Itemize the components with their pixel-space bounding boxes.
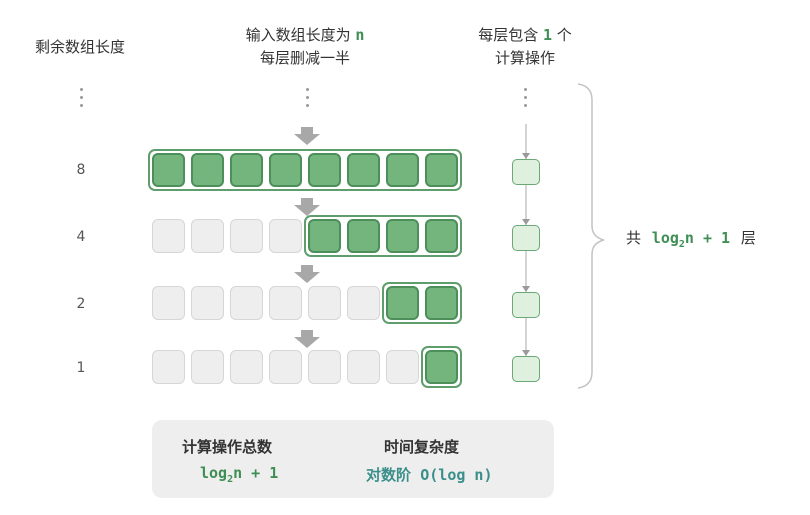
layer-count-log: log bbox=[651, 229, 679, 247]
input-length-text: 输入数组长度为 bbox=[245, 26, 351, 44]
array-cell-removed bbox=[191, 219, 224, 253]
array-cell-active bbox=[386, 286, 419, 320]
layer-count-rest: n + 1 bbox=[684, 229, 731, 247]
array-cell-removed bbox=[386, 350, 419, 384]
input-description-header: 输入数组长度为 n 每层删减一半 bbox=[205, 24, 405, 70]
array-cell-active bbox=[386, 219, 419, 253]
complexity-prefix: 对数阶 bbox=[366, 466, 412, 484]
per-layer-prefix: 每层包含 bbox=[478, 26, 539, 44]
array-cell-removed bbox=[269, 286, 302, 320]
array-cell-active bbox=[230, 153, 263, 187]
ellipsis-middle bbox=[306, 88, 310, 112]
array-cell-active bbox=[425, 350, 458, 384]
down-arrow-icon bbox=[294, 265, 320, 283]
layer-count-sub: 2 bbox=[678, 239, 685, 250]
array-cell-removed bbox=[152, 219, 185, 253]
total-ops-value: log2n + 1 bbox=[200, 464, 278, 485]
summary-panel: 计算操作总数 log2n + 1 时间复杂度 对数阶 O(log n) bbox=[152, 420, 554, 498]
input-length-var: n bbox=[355, 26, 365, 44]
per-layer-line2: 计算操作 bbox=[494, 49, 555, 67]
row-count-8: 8 bbox=[76, 162, 86, 178]
op-box-layer-1 bbox=[512, 159, 540, 185]
total-ops-sub: 2 bbox=[227, 474, 234, 485]
array-cell-removed bbox=[230, 286, 263, 320]
array-cell-removed bbox=[347, 286, 380, 320]
array-cell-active bbox=[308, 219, 341, 253]
array-cell-removed bbox=[308, 286, 341, 320]
row-count-2: 2 bbox=[76, 296, 86, 312]
right-brace-icon bbox=[577, 83, 605, 389]
down-arrow-icon bbox=[294, 127, 320, 145]
array-cell-active bbox=[152, 153, 185, 187]
layer-count-prefix: 共 bbox=[626, 229, 642, 247]
total-ops-rest: n + 1 bbox=[233, 464, 279, 482]
array-cell-removed bbox=[152, 286, 185, 320]
array-cell-active bbox=[425, 286, 458, 320]
array-cell-active bbox=[425, 219, 458, 253]
ellipsis-right bbox=[524, 88, 528, 112]
ops-per-layer-header: 每层包含 1 个 计算操作 bbox=[450, 24, 600, 70]
op-box-layer-3 bbox=[512, 292, 540, 318]
per-layer-suffix: 个 bbox=[556, 26, 572, 44]
op-box-layer-2 bbox=[512, 225, 540, 251]
layer-count-suffix: 层 bbox=[740, 229, 756, 247]
array-cell-active bbox=[347, 219, 380, 253]
array-cell-removed bbox=[269, 219, 302, 253]
per-layer-value: 1 bbox=[542, 26, 553, 44]
array-cell-removed bbox=[191, 350, 224, 384]
halve-each-layer-text: 每层删减一半 bbox=[259, 49, 350, 67]
array-cell-active bbox=[347, 153, 380, 187]
array-cell-removed bbox=[191, 286, 224, 320]
array-cell-active bbox=[425, 153, 458, 187]
array-cell-removed bbox=[269, 350, 302, 384]
array-cell-removed bbox=[308, 350, 341, 384]
array-cell-removed bbox=[230, 219, 263, 253]
op-box-layer-4 bbox=[512, 356, 540, 382]
total-ops-title: 计算操作总数 bbox=[182, 438, 273, 456]
down-arrow-icon bbox=[294, 330, 320, 348]
array-cell-active bbox=[386, 153, 419, 187]
total-ops-log: log bbox=[200, 464, 228, 482]
row-count-1: 1 bbox=[76, 360, 86, 376]
remaining-length-header: 剩余数组长度 bbox=[34, 38, 125, 56]
ellipsis-left bbox=[80, 88, 84, 112]
array-cell-active bbox=[269, 153, 302, 187]
array-cell-active bbox=[191, 153, 224, 187]
layer-count-label: 共 log2n + 1 层 bbox=[626, 227, 756, 250]
array-cell-active bbox=[308, 153, 341, 187]
array-cell-removed bbox=[347, 350, 380, 384]
complexity-title: 时间复杂度 bbox=[384, 438, 460, 456]
array-cell-removed bbox=[230, 350, 263, 384]
complexity-value: 对数阶 O(log n) bbox=[366, 464, 493, 485]
array-cell-removed bbox=[152, 350, 185, 384]
complexity-big-o: O(log n) bbox=[420, 466, 493, 484]
row-count-4: 4 bbox=[76, 229, 86, 245]
down-arrow-icon bbox=[294, 198, 320, 216]
